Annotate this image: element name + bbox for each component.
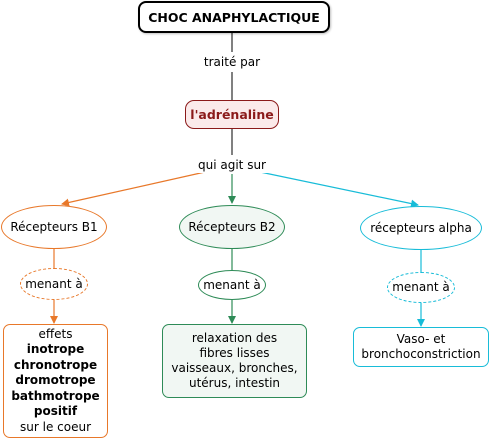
link-leading-b2-label: menant à xyxy=(203,277,261,292)
link-leading-alpha: menant à xyxy=(387,272,455,303)
receptor-alpha-concept: récepteurs alpha xyxy=(360,206,482,250)
link-leading-alpha-label: menant à xyxy=(392,280,450,294)
effects-b1-line3: chronotrope xyxy=(13,357,98,372)
effects-b2-line4: utérus, intestin xyxy=(188,376,281,390)
receptor-b2-concept: Récepteurs B2 xyxy=(179,205,285,249)
effects-b1-line7: sur le coeur xyxy=(20,419,91,434)
receptor-b1-concept: Récepteurs B1 xyxy=(1,205,107,249)
title-label: CHOC ANAPHYLACTIQUE xyxy=(148,9,320,25)
effects-b2-line3: vaisseaux, bronches, xyxy=(171,361,298,375)
adrenaline-concept: l'adrénaline xyxy=(185,100,279,129)
link-treated-by-label: traité par xyxy=(201,54,263,70)
effects-b1-line4: dromotrope xyxy=(15,373,96,388)
effects-alpha-line1: Vaso- et xyxy=(396,332,446,346)
effects-b2-concept: relaxation des fibres lisses vaisseaux, … xyxy=(162,324,307,398)
link-leading-b1-label: menant à xyxy=(25,276,83,291)
effects-b2-line2: fibres lisses xyxy=(199,346,270,360)
arrow-to-receptor-alpha xyxy=(259,171,419,208)
effects-alpha-concept: Vaso- et bronchoconstriction xyxy=(353,327,489,367)
effects-b2-line1: relaxation des xyxy=(191,331,278,345)
effects-b1-line2: inotrope xyxy=(26,342,85,357)
link-acts-on-label: qui agit sur xyxy=(196,157,268,173)
effects-b1-concept: effets inotrope chronotrope dromotrope b… xyxy=(3,324,108,438)
receptor-b2-label: Récepteurs B2 xyxy=(188,219,276,234)
title-concept: CHOC ANAPHYLACTIQUE xyxy=(138,1,330,33)
effects-b1-line1: effets xyxy=(38,326,73,341)
arrow-to-receptor-b1 xyxy=(61,171,206,207)
effects-b1-line5: bathmotrope xyxy=(11,388,100,403)
adrenaline-label: l'adrénaline xyxy=(190,107,274,122)
effects-alpha-line2: bronchoconstriction xyxy=(361,347,481,361)
receptor-b1-label: Récepteurs B1 xyxy=(10,219,98,234)
link-acts-on: qui agit sur xyxy=(190,155,274,175)
link-leading-b1: menant à xyxy=(20,268,88,300)
link-leading-b2: menant à xyxy=(198,270,266,300)
receptor-alpha-label: récepteurs alpha xyxy=(370,220,472,235)
effects-b1-line6: positif xyxy=(33,404,78,419)
link-treated-by: traité par xyxy=(190,52,274,72)
